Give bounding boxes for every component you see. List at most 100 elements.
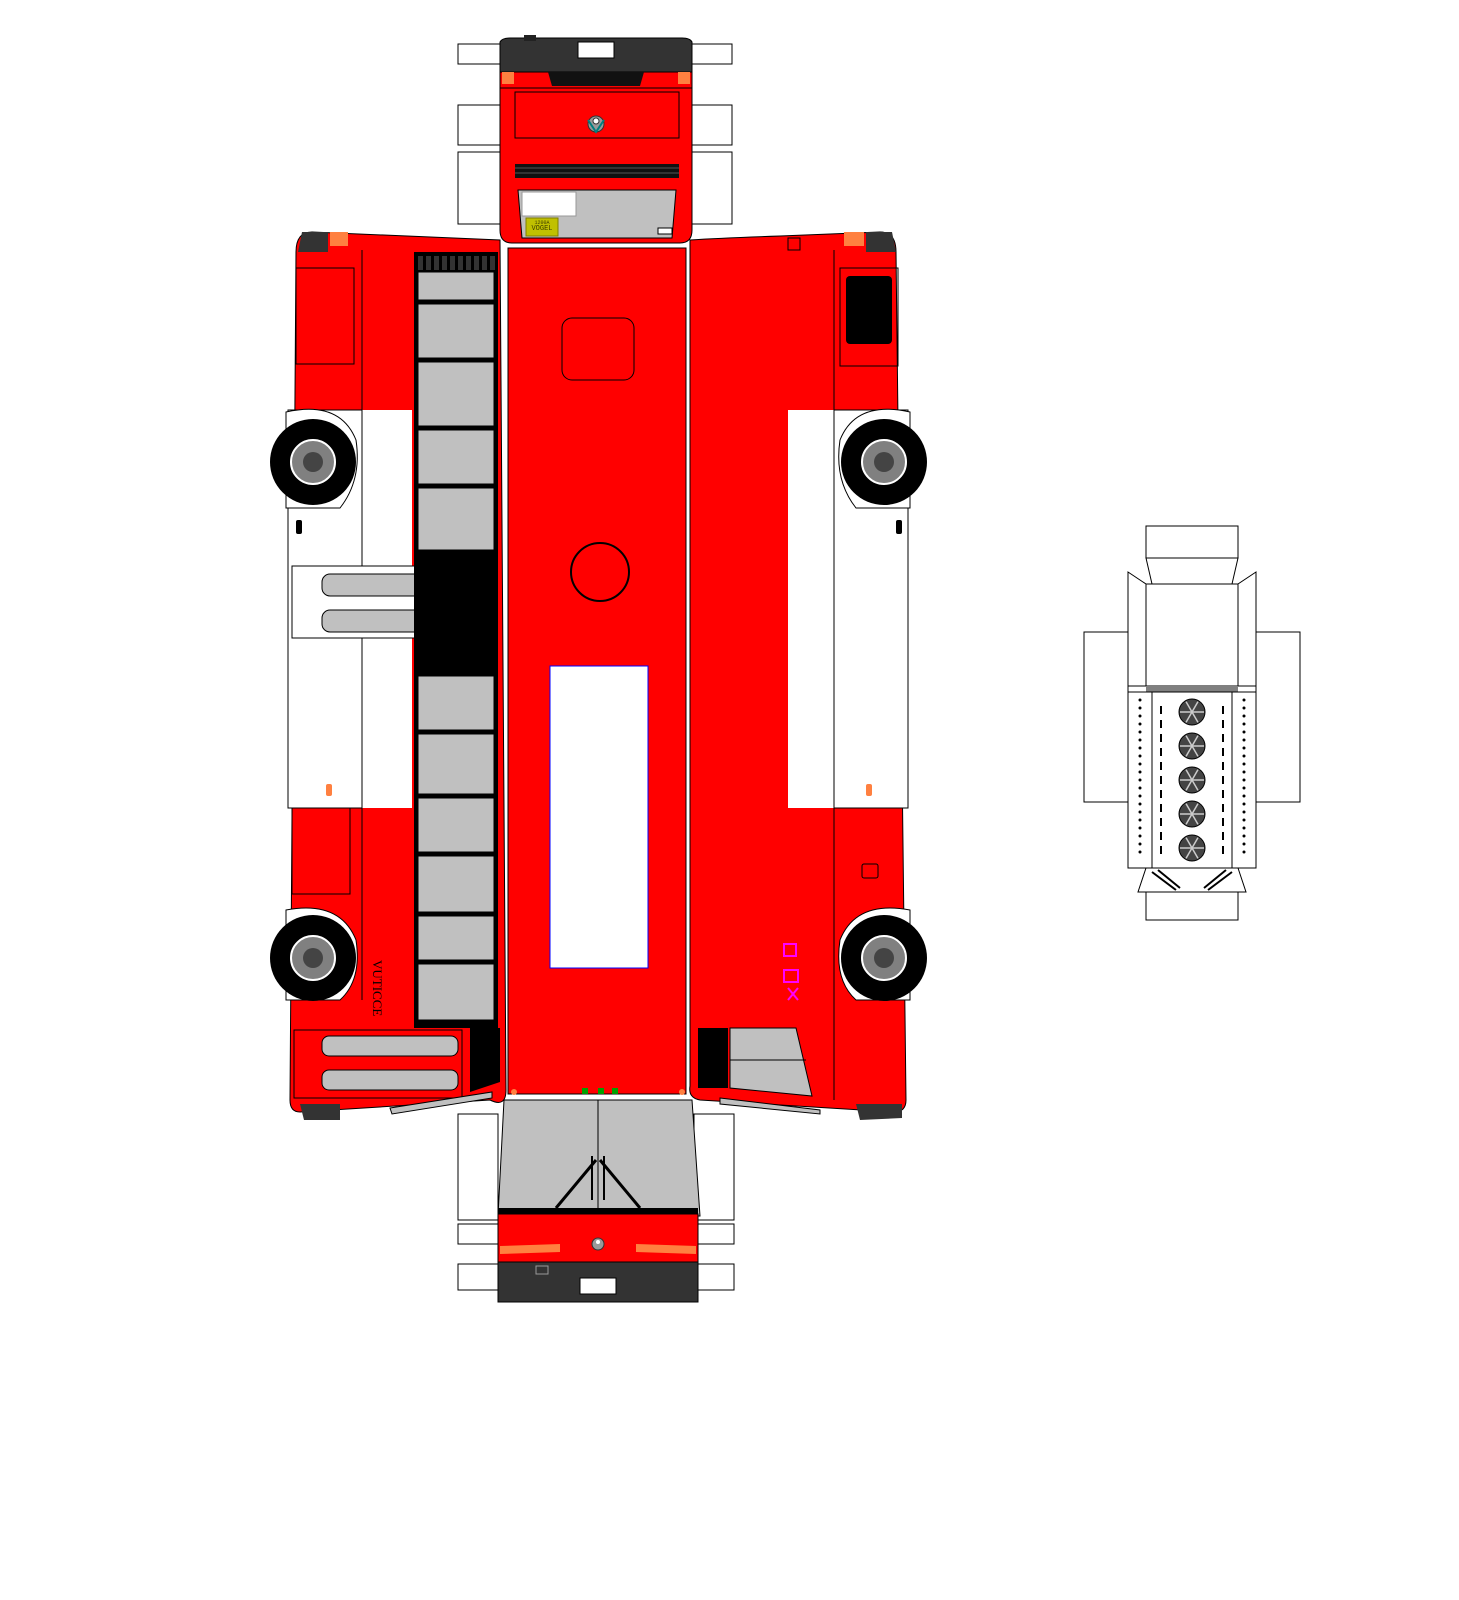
hinge bbox=[1146, 686, 1238, 692]
glue-tab bbox=[457, 151, 501, 225]
rear-corner bbox=[300, 1104, 340, 1120]
fan-icon bbox=[1178, 766, 1206, 794]
fan-icon bbox=[1178, 800, 1206, 828]
wiper-mount bbox=[657, 227, 673, 235]
glue-tab bbox=[693, 1223, 735, 1245]
destination-housing bbox=[548, 72, 644, 86]
front-face: VOGEL 1200A bbox=[457, 35, 733, 244]
roof-corner bbox=[866, 232, 896, 252]
roof-hatch-icon bbox=[561, 317, 635, 381]
wheel-icon bbox=[270, 915, 356, 1001]
vent-slat bbox=[474, 256, 479, 270]
glue-tab bbox=[457, 43, 501, 65]
window-pane bbox=[417, 855, 495, 913]
rear-window bbox=[729, 1027, 813, 1097]
roof-vent-icon bbox=[570, 542, 630, 602]
wheel-icon bbox=[270, 419, 356, 505]
roof-ac-unit bbox=[549, 665, 649, 969]
small-part-net bbox=[1083, 525, 1301, 921]
roof bbox=[507, 247, 687, 1095]
marker-lamp bbox=[330, 232, 348, 246]
wheel-icon bbox=[841, 419, 927, 505]
glue-tab bbox=[689, 104, 733, 146]
marker-lamp bbox=[502, 72, 514, 84]
driver-window bbox=[846, 276, 892, 344]
small-plate-text: 1200A bbox=[534, 220, 549, 226]
tail-light bbox=[500, 1244, 560, 1254]
plate-text: VOGEL bbox=[531, 225, 552, 233]
window-pane bbox=[417, 963, 495, 1021]
door-gap bbox=[698, 1028, 728, 1088]
roof-corner bbox=[298, 232, 328, 252]
white-band bbox=[788, 410, 834, 808]
reverse-lamp bbox=[535, 1265, 549, 1275]
side-destination-text: VUTICCE bbox=[370, 960, 385, 1016]
glue-tab bbox=[689, 43, 733, 65]
vent-slat bbox=[490, 256, 495, 270]
destination-sign bbox=[521, 191, 577, 217]
brand-emblem-icon bbox=[587, 115, 605, 134]
glue-tab bbox=[457, 1263, 499, 1291]
vent-slat bbox=[482, 256, 487, 270]
mirror-mount bbox=[896, 520, 902, 534]
rear-plate bbox=[579, 1277, 617, 1295]
front-window bbox=[295, 267, 355, 365]
vent-slot bbox=[321, 1035, 459, 1057]
flap bbox=[1127, 571, 1147, 687]
glue-tab bbox=[1083, 631, 1129, 803]
rear-window bbox=[497, 1099, 701, 1217]
window-pane bbox=[417, 733, 495, 795]
window-pane bbox=[417, 487, 495, 551]
side-marker bbox=[866, 784, 872, 796]
rear-bumper bbox=[719, 1097, 821, 1115]
vent-slat bbox=[466, 256, 471, 270]
window-pane bbox=[417, 361, 495, 427]
marker-lamp bbox=[844, 232, 864, 246]
glue-tab bbox=[457, 104, 501, 146]
license-plate bbox=[525, 217, 559, 237]
engine-gap bbox=[470, 1028, 500, 1092]
fuel-cap bbox=[861, 863, 879, 879]
antenna bbox=[524, 35, 536, 41]
glue-tab bbox=[457, 1223, 499, 1245]
rear-corner bbox=[856, 1104, 902, 1120]
rear-window bbox=[291, 807, 351, 895]
flap bbox=[1237, 571, 1257, 687]
window-pane bbox=[417, 429, 495, 485]
vent-slat bbox=[442, 256, 447, 270]
glue-tab bbox=[689, 151, 733, 225]
glue-tab bbox=[457, 1113, 499, 1221]
vent-slat bbox=[426, 256, 431, 270]
panel bbox=[1145, 583, 1239, 687]
window-pane bbox=[417, 675, 495, 731]
glue-tab bbox=[1145, 891, 1239, 921]
window-pane bbox=[417, 271, 495, 301]
glue-tab bbox=[1255, 631, 1301, 803]
brand-emblem-icon bbox=[591, 1237, 605, 1251]
front-panel bbox=[514, 91, 680, 139]
window-pane bbox=[417, 303, 495, 359]
fan-icon bbox=[1178, 698, 1206, 726]
rear-face bbox=[457, 1099, 735, 1303]
wheel-icon bbox=[841, 915, 927, 1001]
fan-icon bbox=[1178, 834, 1206, 862]
glue-tab bbox=[693, 1113, 735, 1221]
vent-slot bbox=[321, 1069, 459, 1091]
vent-slat bbox=[434, 256, 439, 270]
mirror-mount bbox=[296, 520, 302, 534]
reflector bbox=[787, 237, 801, 251]
tail-light bbox=[636, 1244, 696, 1254]
marker-lamp bbox=[678, 72, 690, 84]
glue-tab bbox=[1145, 525, 1239, 559]
rear-bumper bbox=[389, 1091, 493, 1115]
vent-slat bbox=[450, 256, 455, 270]
vent-slat bbox=[418, 256, 423, 270]
right-side bbox=[689, 231, 927, 1120]
route-sign bbox=[783, 943, 799, 1001]
front-grille bbox=[515, 164, 679, 178]
vent-flap bbox=[1137, 867, 1247, 893]
flap bbox=[1145, 557, 1239, 585]
front-marker-lamp bbox=[577, 41, 615, 59]
window-pane bbox=[417, 915, 495, 961]
